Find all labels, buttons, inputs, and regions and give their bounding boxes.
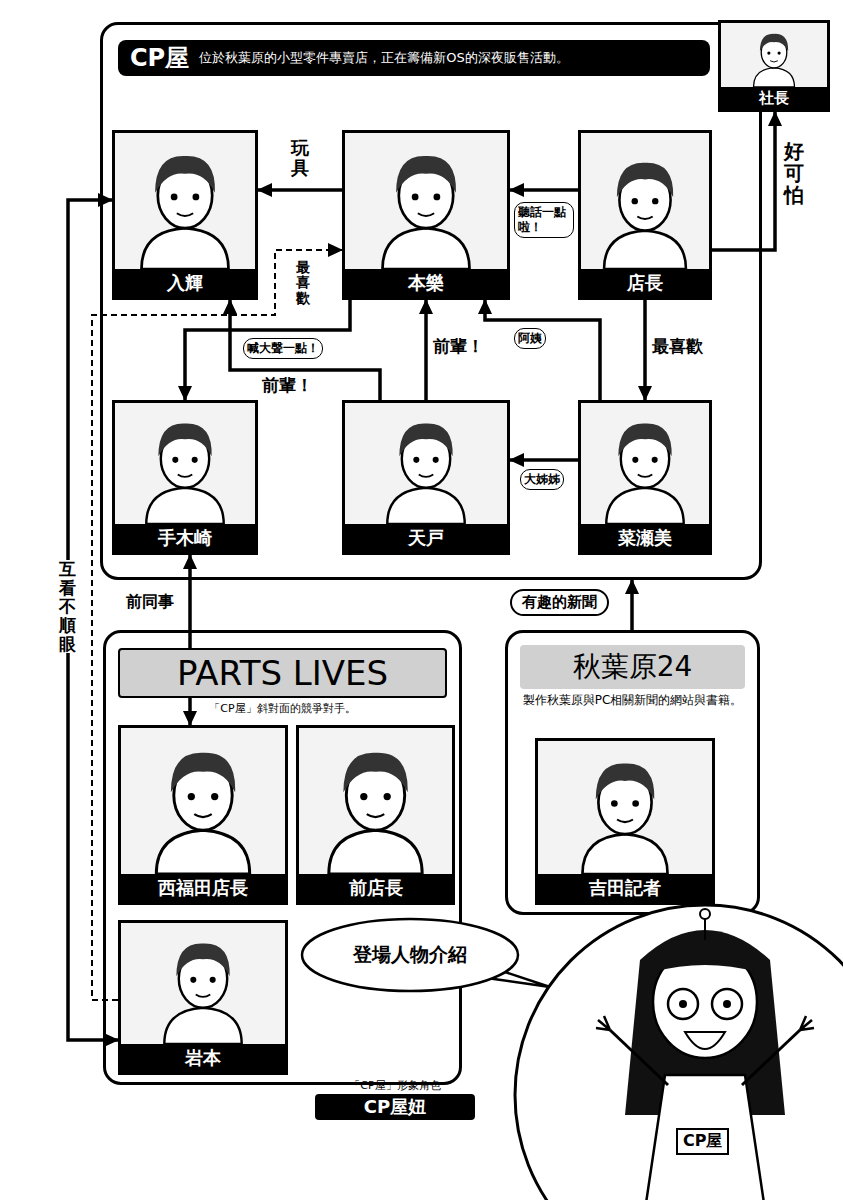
character-box: 店長 xyxy=(578,130,712,300)
character-box: 手木崎 xyxy=(112,400,258,555)
character-box: 社長 xyxy=(718,20,830,112)
portrait-illustration xyxy=(299,728,452,874)
edge-label: 互看不順眼 xyxy=(59,560,76,653)
shirt-label: CP屋 xyxy=(676,1128,729,1155)
group-description: 製作秋葉原與PC相關新聞的網站與書籍。 xyxy=(520,693,745,709)
edge-label: 前輩！ xyxy=(262,376,313,395)
portrait-illustration xyxy=(345,133,507,269)
connector xyxy=(643,300,647,400)
character-name: 本樂 xyxy=(408,272,444,293)
title-bubble: 登場人物介紹 xyxy=(300,915,520,995)
portrait-drawing xyxy=(299,728,452,874)
character-name: 天戸 xyxy=(408,527,444,548)
portrait-illustration xyxy=(115,403,255,524)
edge-label: 大姊姊 xyxy=(520,469,564,490)
name-band: 店長 xyxy=(581,269,709,297)
portrait-drawing xyxy=(581,403,709,524)
mascot-name: CP屋妞 xyxy=(315,1094,475,1120)
portrait-drawing xyxy=(115,133,255,269)
character-box: 本樂 xyxy=(342,130,510,300)
character-box: 西福田店長 xyxy=(118,725,288,905)
connector xyxy=(424,300,428,400)
character-name: 吉田記者 xyxy=(589,877,661,898)
group-title: 秋葉原24 xyxy=(520,645,745,689)
portrait-illustration xyxy=(538,741,712,874)
name-band: 入輝 xyxy=(115,269,255,297)
portrait-drawing xyxy=(581,133,709,269)
character-box: 菜瀬美 xyxy=(578,400,712,555)
group-box: CP屋位於秋葉原的小型零件專賣店，正在籌備新OS的深夜販售活動。入輝 本樂 店長手木… xyxy=(100,22,762,580)
group-description: 位於秋葉原的小型零件專賣店，正在籌備新OS的深夜販售活動。 xyxy=(199,49,568,67)
name-band: 前店長 xyxy=(299,874,452,902)
group-box: PARTS LIVES 「CP屋」斜對面的競爭對手。西福田店長 前店長岩本 xyxy=(103,630,462,1085)
connector xyxy=(510,458,578,462)
connector xyxy=(485,300,600,400)
group-title: PARTS LIVES xyxy=(118,648,447,698)
name-band: 本樂 xyxy=(345,269,507,297)
name-band: 天戸 xyxy=(345,524,507,552)
edge-label: 玩具 xyxy=(291,138,309,178)
connector xyxy=(630,580,634,630)
name-band: 吉田記者 xyxy=(538,874,712,902)
character-name: 社長 xyxy=(759,89,789,107)
edge-label: 最喜歡 xyxy=(652,337,703,356)
connector xyxy=(188,555,192,725)
portrait-drawing xyxy=(345,403,507,524)
edge-label: 最喜歡 xyxy=(296,260,310,306)
character-name: 入輝 xyxy=(167,272,203,293)
name-band: 社長 xyxy=(721,87,827,109)
character-name: 岩本 xyxy=(185,1047,221,1068)
character-name: 西福田店長 xyxy=(158,877,248,898)
portrait-illustration xyxy=(581,403,709,524)
character-name: 前店長 xyxy=(349,877,403,898)
connector xyxy=(712,112,775,250)
name-band: 岩本 xyxy=(121,1044,285,1072)
mascot-caption: 「CP屋」形象角色 xyxy=(315,1078,475,1093)
portrait-illustration xyxy=(121,728,285,874)
group-description: 「CP屋」斜對面的競爭對手。 xyxy=(106,701,459,716)
name-band: 菜瀬美 xyxy=(581,524,709,552)
page-title: 登場人物介紹 xyxy=(353,942,467,968)
group-box: 秋葉原24 製作秋葉原與PC相關新聞的網站與書籍。吉田記者 xyxy=(505,630,760,915)
character-box: 入輝 xyxy=(112,130,258,300)
portrait-drawing xyxy=(345,133,507,269)
connector xyxy=(258,188,342,192)
portrait-drawing xyxy=(115,403,255,524)
portrait-illustration xyxy=(581,133,709,269)
portrait-drawing xyxy=(721,23,827,87)
portrait-drawing xyxy=(538,741,712,874)
edge-label: 有趣的新聞 xyxy=(510,589,609,616)
character-box: 前店長 xyxy=(296,725,455,905)
edge-label: 聽話一點啦！ xyxy=(514,202,574,238)
name-band: 西福田店長 xyxy=(121,874,285,902)
character-name: 店長 xyxy=(627,272,663,293)
character-name: 手木崎 xyxy=(158,527,212,548)
edge-label: 好可怕 xyxy=(784,140,804,206)
edge-label: 阿姨 xyxy=(514,328,546,349)
group-title: CP屋 xyxy=(130,42,189,74)
portrait-drawing xyxy=(121,728,285,874)
name-band: 手木崎 xyxy=(115,524,255,552)
character-name: 菜瀬美 xyxy=(618,527,672,548)
portrait-illustration xyxy=(115,133,255,269)
portrait-illustration xyxy=(345,403,507,524)
header-band: CP屋位於秋葉原的小型零件專賣店，正在籌備新OS的深夜販售活動。 xyxy=(118,40,710,76)
edge-label: 前同事 xyxy=(126,593,174,611)
portrait-illustration xyxy=(121,923,285,1044)
character-box: 吉田記者 xyxy=(535,738,715,905)
portrait-drawing xyxy=(121,923,285,1044)
connector xyxy=(510,188,578,192)
connector xyxy=(185,300,350,400)
character-box: 天戸 xyxy=(342,400,510,555)
edge-label: 前輩！ xyxy=(433,337,484,356)
character-box: 岩本 xyxy=(118,920,288,1075)
portrait-illustration xyxy=(721,23,827,87)
connector xyxy=(230,300,380,400)
edge-label: 喊大聲一點！ xyxy=(243,338,323,359)
